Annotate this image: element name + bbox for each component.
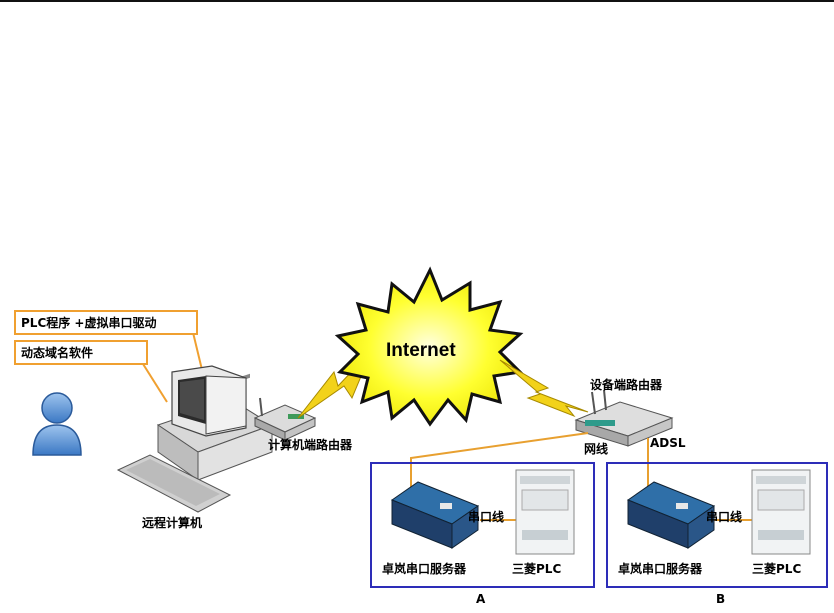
serial-server-b-icon — [626, 481, 716, 549]
serial-cable-a-label: 串口线 — [468, 510, 505, 524]
internet-label: Internet — [386, 340, 456, 361]
serial-server-a-icon — [390, 481, 480, 549]
site-b-box — [606, 462, 828, 588]
internet-cloud — [334, 266, 524, 427]
site-a-box — [370, 462, 595, 588]
user-icon — [32, 392, 82, 456]
serial-server-a-label: 卓岚串口服务器 — [382, 562, 467, 576]
network-cable-label: 网线 — [584, 442, 609, 456]
pc-router-icon — [253, 397, 317, 441]
device-router-icon — [574, 389, 674, 447]
device-router-label: 设备端路由器 — [590, 378, 663, 392]
remote-computer-icon — [116, 365, 274, 513]
zone-a-label: A — [476, 592, 486, 606]
lightning-right — [499, 359, 589, 418]
pc-router-label: 计算机端路由器 — [268, 438, 353, 452]
serial-server-b-label: 卓岚串口服务器 — [618, 562, 703, 576]
plc-a-label: 三菱PLC — [512, 562, 562, 576]
plc-a-icon — [515, 469, 575, 555]
ddns-software-callout: 动态域名软件 — [14, 340, 148, 365]
plc-software-callout: PLC程序 +虚拟串口驱动 — [14, 310, 198, 335]
plc-b-icon — [751, 469, 811, 555]
remote-computer-label: 远程计算机 — [142, 516, 203, 530]
serial-cable-b-label: 串口线 — [706, 510, 743, 524]
plc-b-label: 三菱PLC — [752, 562, 802, 576]
adsl-label: ADSL — [650, 436, 686, 450]
top-border-line — [0, 0, 834, 2]
zone-b-label: B — [716, 592, 726, 606]
